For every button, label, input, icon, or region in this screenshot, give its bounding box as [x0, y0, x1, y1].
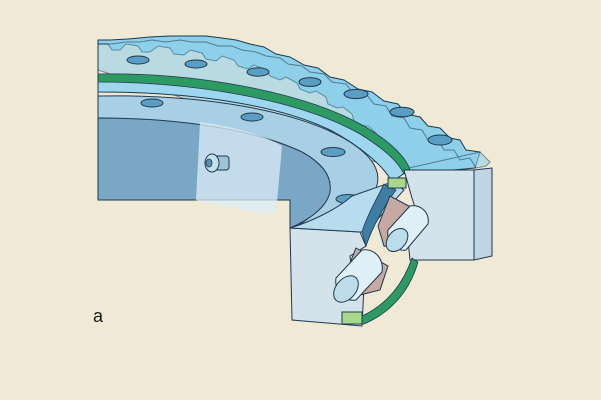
bolt-hole-icon — [320, 147, 346, 157]
bolt-hole-icon — [343, 88, 369, 100]
bolt-hole-icon — [184, 59, 208, 69]
bolt-hole-icon — [246, 67, 270, 77]
grease-nipple-icon — [204, 153, 230, 173]
roller-upper — [385, 205, 429, 253]
outer-ring-section-side — [473, 167, 493, 261]
bolt-hole-icon — [389, 106, 415, 118]
nipple-tip — [205, 158, 213, 168]
seal-upper-lip — [387, 177, 407, 189]
seal-lower-lip — [341, 311, 363, 325]
bolt-hole-icon — [240, 112, 264, 122]
figure-label: a — [93, 306, 104, 326]
bolt-hole-icon — [140, 98, 164, 108]
bore-highlight — [196, 122, 282, 214]
roller-end-face — [333, 275, 359, 303]
roller-end-face — [385, 227, 409, 253]
bolt-hole-icon — [427, 134, 453, 146]
bolt-hole-icon — [126, 55, 150, 65]
bolt-hole-icon — [298, 77, 322, 87]
roller-lower — [333, 249, 383, 303]
gear-ring-holes — [126, 55, 453, 146]
